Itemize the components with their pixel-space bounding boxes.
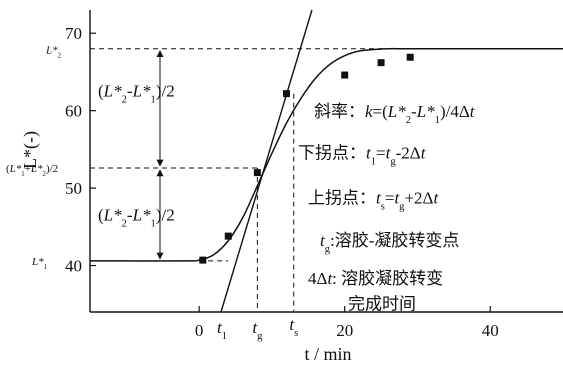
upper-half-label: (L*2-L*1)/2 [98,82,175,106]
x-tick-label: 0 [195,321,204,340]
level-label-L2: L*2 [45,45,62,60]
data-point [341,71,349,79]
x-ticks: 0 20 40 [195,306,499,340]
x-tick-label: 40 [482,321,499,340]
y-ticks: 40 50 60 70 [65,24,96,276]
time-label-t1: t1 [217,318,227,342]
upper-inflection: 上拐点：ts=tg+2Δt [308,189,439,213]
y-tick-label: 40 [65,257,82,276]
sigmoid-curve [89,47,563,262]
data-point [406,53,414,61]
y-tick-label: 70 [65,24,82,43]
slope-formula: 斜率：k=(L*2-L*1)/4Δt [314,102,476,126]
x-axis-label: t / min [304,344,351,364]
annotations: (L*2-L*1)/2 (L*2-L*1)/2 L*2 (L*1+L*2)/2L*1 t… [6,45,476,342]
x-tick-label: 20 [336,321,353,340]
lower-inflection: 下拐点：t1=tg-2Δt [298,144,427,168]
data-point [199,256,207,264]
duration-line1: 4Δt: 溶胶凝胶转变 [308,269,443,288]
time-label-tg: tg [252,318,263,342]
data-point [377,59,385,67]
level-label-mid: (L*1+L*2)/2 [6,163,58,178]
y-tick-label: 60 [65,102,82,121]
duration-line2: 完成时间 [348,294,416,313]
level-label-L1: L*1 [31,256,47,271]
y-tick-label: 50 [65,179,82,198]
tangent-line [220,9,313,313]
reference-lines [90,48,563,312]
series [89,9,563,313]
data-point [253,169,261,177]
axes [89,10,563,313]
tg-definition: tg:溶胶-凝胶转变点 [320,231,459,255]
lower-half-label: (L*2-L*1)/2 [98,206,175,230]
time-label-ts: ts [289,315,298,339]
data-point [224,232,232,240]
y-axis-label: L*(-) [20,131,41,169]
